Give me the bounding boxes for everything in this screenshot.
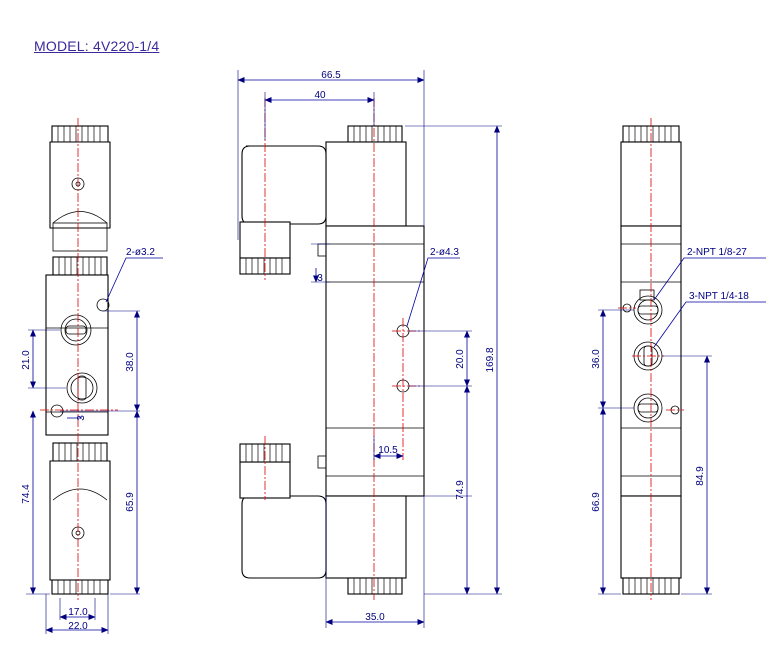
port-view [598, 118, 766, 600]
side-lower-coil [49, 460, 111, 581]
front-dim-40: 40 [314, 90, 326, 101]
side-dim-38: 38.0 [125, 352, 136, 372]
side-view [26, 118, 163, 634]
front-top-plug [241, 145, 327, 225]
port-label-2: 3-NPT 1/4-18 [689, 291, 749, 302]
front-view [237, 70, 502, 628]
side-dim-17: 17.0 [68, 607, 88, 618]
side-bottom-knurl [51, 579, 109, 595]
front-valve-body [325, 225, 425, 497]
front-bottom-knurl [347, 577, 403, 595]
side-dim-65-9: 65.9 [125, 492, 136, 512]
front-dim-10-5: 10.5 [378, 445, 398, 456]
front-top-knurl [347, 125, 403, 143]
front-dim-35: 35.0 [365, 612, 385, 623]
side-lower-nut [52, 442, 108, 462]
side-upper-nut [52, 256, 108, 276]
side-dim-21: 21.0 [21, 350, 32, 370]
side-top-knurl [51, 125, 109, 143]
side-port-upper [60, 314, 92, 346]
side-port-lower [66, 372, 98, 404]
side-hole-label: 2-ø3.2 [126, 247, 155, 258]
model-title: MODEL: 4V220-1/4 [34, 38, 160, 54]
port-dim-36: 36.0 [591, 349, 602, 369]
front-bottom-plug [241, 495, 327, 579]
port-dim-66-9: 66.9 [591, 492, 602, 512]
front-dim-66-5: 66.5 [321, 70, 341, 81]
side-dim-74-4: 74.4 [21, 484, 32, 504]
front-hole-label: 2-ø4.3 [430, 247, 459, 258]
front-dim-169-8: 169.8 [485, 347, 496, 372]
side-dim-3: 3 [76, 415, 87, 421]
front-dim-74-9: 74.9 [455, 480, 466, 500]
front-top-coil [325, 141, 407, 227]
port-dim-84-9: 84.9 [695, 466, 706, 486]
port-label-1: 2-NPT 1/8-27 [687, 247, 747, 258]
front-dim-3: 3 [317, 273, 323, 284]
front-bottom-coil [325, 495, 407, 579]
front-dim-20: 20.0 [455, 349, 466, 369]
side-dim-22: 22.0 [68, 621, 88, 632]
